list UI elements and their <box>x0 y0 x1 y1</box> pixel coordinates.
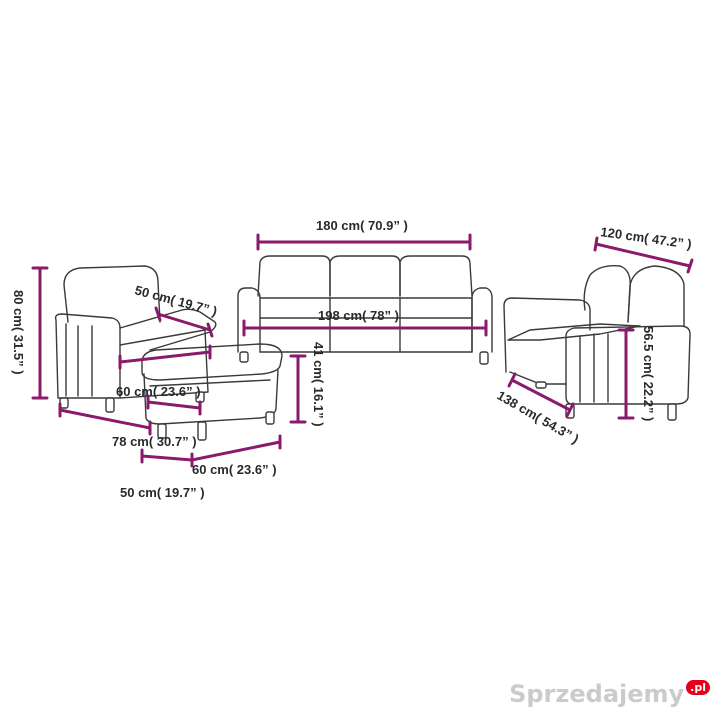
label-footstool-height: 41 cm( 16.1” ) <box>311 342 326 427</box>
watermark-logo: Sprzedajemy.pl <box>509 680 710 708</box>
watermark-badge: .pl <box>686 680 710 695</box>
footstool <box>141 343 283 441</box>
sofa3-left-arm <box>237 287 261 353</box>
sofa3-back-cushion-3 <box>399 255 473 297</box>
footstool-top <box>141 343 283 381</box>
dimension-labels: 80 cm( 31.5” ) 50 cm( 19.7” ) 60 cm( 23.… <box>11 218 693 500</box>
sofa3-right-arm <box>471 287 493 353</box>
label-armchair-seat-depth: 50 cm( 19.7” ) <box>133 282 219 318</box>
armchair-left-arm <box>54 313 121 399</box>
footstool-body <box>143 369 279 425</box>
label-armchair-height: 80 cm( 31.5” ) <box>11 290 26 375</box>
sofa2-right-arm <box>565 325 691 405</box>
sofa-2-seat <box>503 265 691 421</box>
sofa2-left-arm <box>503 297 591 373</box>
watermark-text: Sprzedajemy <box>509 680 685 708</box>
armchair-right-arm <box>119 308 217 351</box>
label-sofa3-seat-width: 180 cm( 70.9” ) <box>316 218 408 233</box>
label-footstool-width: 60 cm( 23.6” ) <box>192 462 277 477</box>
label-sofa3-total-width: 198 cm( 78” ) <box>318 308 399 323</box>
sofa2-back-cushion-1 <box>583 265 631 323</box>
armchair <box>54 265 217 413</box>
sofa3-back-cushion-1 <box>257 255 331 297</box>
armchair-backrest <box>63 265 161 323</box>
sofa2-seat <box>507 323 641 341</box>
sofa3-back-cushion-2 <box>329 255 401 297</box>
label-armchair-depth: 78 cm( 30.7” ) <box>112 434 197 449</box>
label-armchair-width: 60 cm( 23.6” ) <box>116 384 201 399</box>
sofa3-seat <box>259 297 473 353</box>
label-sofa2-seat-height: 56.5 cm( 22.2” ) <box>641 326 656 421</box>
sofa-3-seat <box>237 255 493 365</box>
dimension-lines <box>31 233 694 468</box>
sofa2-back-cushion-2 <box>627 265 685 327</box>
label-footstool-depth: 50 cm( 19.7” ) <box>120 485 205 500</box>
armchair-seat <box>119 329 209 399</box>
